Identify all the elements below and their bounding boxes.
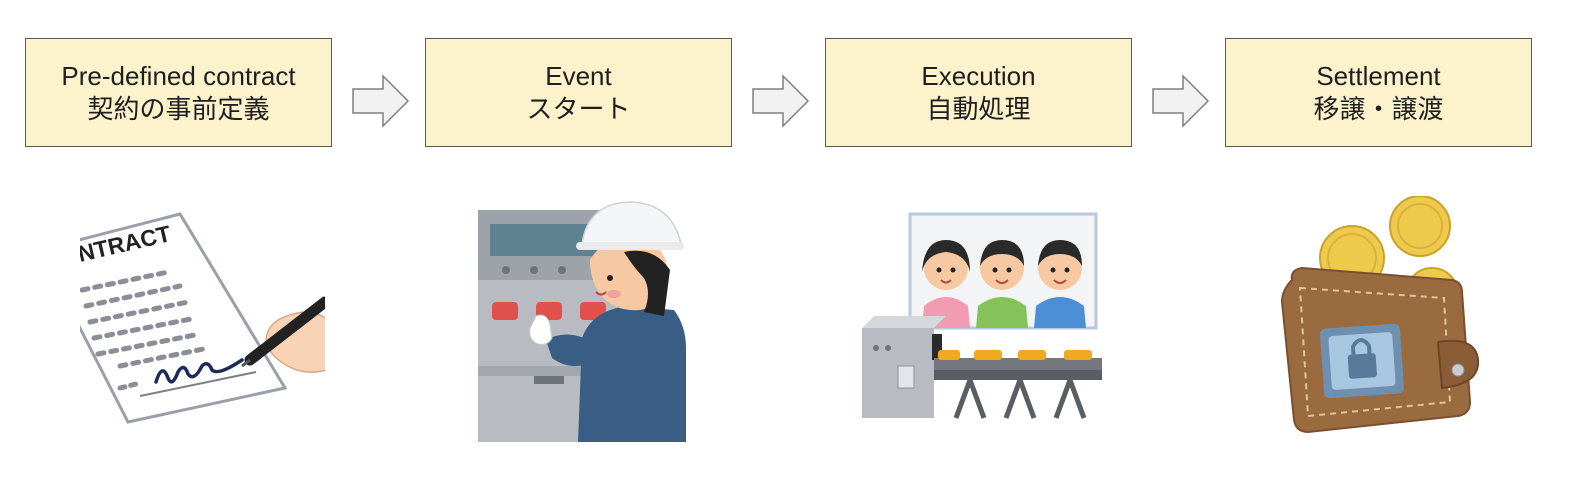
- right-arrow-icon: [352, 74, 410, 128]
- worker-pressing-button-icon: [478, 201, 686, 442]
- step-box-execution: Execution 自動処理: [825, 38, 1132, 147]
- step-subtitle: スタート: [526, 93, 631, 124]
- right-arrow-icon: [1152, 74, 1210, 128]
- step-title: Execution: [921, 60, 1036, 91]
- person-icon: [922, 240, 970, 328]
- right-arrow-icon: [752, 74, 810, 128]
- step-subtitle: 移譲・譲渡: [1313, 93, 1444, 124]
- step-title: Settlement: [1316, 60, 1441, 91]
- person-icon: [976, 240, 1028, 328]
- step-subtitle: 契約の事前定義: [87, 93, 270, 124]
- wallet-coins-icon: [1280, 196, 1480, 434]
- person-icon: [1034, 240, 1086, 328]
- step-box-contract: Pre-defined contract 契約の事前定義: [25, 38, 332, 147]
- step-box-settlement: Settlement 移譲・譲渡: [1225, 38, 1532, 147]
- step-title: Event: [545, 60, 612, 91]
- factory-conveyor-icon: [862, 212, 1102, 419]
- contract-signing-icon: NTRACT: [80, 212, 325, 424]
- step-subtitle: 自動処理: [926, 93, 1031, 124]
- step-title: Pre-defined contract: [61, 60, 296, 91]
- step-box-event: Event スタート: [425, 38, 732, 147]
